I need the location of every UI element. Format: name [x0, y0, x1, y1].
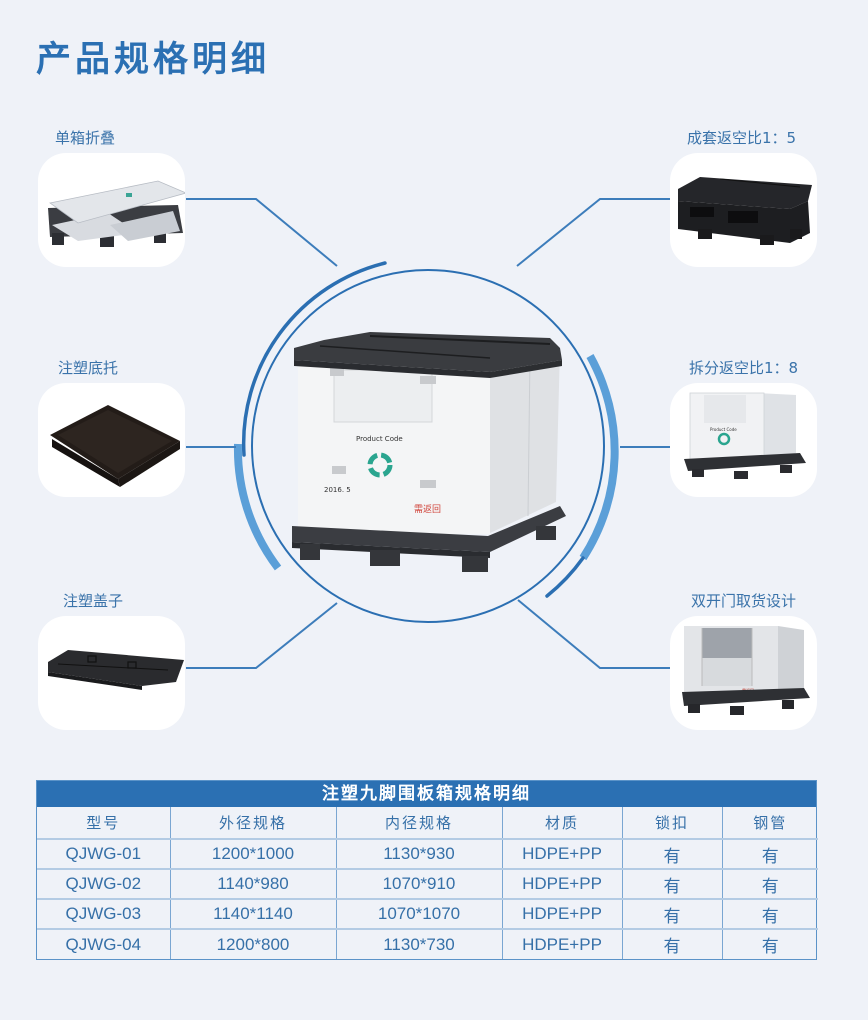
connector-bottom-right — [517, 599, 670, 669]
cell-inner-size: 1130*730 — [336, 929, 503, 959]
connector-top-left — [186, 198, 338, 267]
feature-card-split-return-ratio: Product Code — [670, 383, 817, 497]
column-header-latch: 锁扣 — [622, 807, 723, 840]
feature-card-lid — [38, 616, 185, 730]
cell-inner-size: 1070*1070 — [336, 899, 503, 930]
feature-label-set-return-ratio: 成套返空比1：5 — [687, 129, 797, 147]
outer-arc-right — [579, 354, 619, 561]
cell-inner-size: 1070*910 — [336, 869, 503, 900]
feature-card-double-door: 需返回 — [670, 616, 817, 730]
recycle-icon — [367, 452, 393, 478]
cell-steel-tube: 有 — [722, 899, 818, 930]
feature-card-single-fold — [38, 153, 185, 267]
cell-material: HDPE+PP — [502, 929, 623, 959]
base-pallet-image — [50, 405, 180, 487]
cell-latch: 有 — [622, 899, 723, 930]
column-header-model: 型号 — [37, 807, 171, 840]
svg-text:Product Code: Product Code — [710, 427, 737, 432]
cell-material: HDPE+PP — [502, 839, 623, 870]
table-row: QJWG-04 1200*800 1130*730 HDPE+PP 有 有 — [37, 929, 818, 959]
cell-steel-tube: 有 — [722, 839, 818, 870]
cell-steel-tube: 有 — [722, 869, 818, 900]
pallet-box-illustration: Product Code 2016. 5 需返回 — [292, 332, 566, 572]
return-print: 需返回 — [414, 503, 441, 515]
spec-table-title: 注塑九脚围板箱规格明细 — [37, 781, 816, 807]
lid-image — [48, 650, 184, 690]
feature-label-split-return-ratio: 拆分返空比1：8 — [689, 359, 799, 377]
column-header-inner-size: 内径规格 — [336, 807, 503, 840]
column-header-steel-tube: 钢管 — [722, 807, 818, 840]
center-product-image: Product Code 2016. 5 需返回 — [290, 330, 570, 580]
cell-material: HDPE+PP — [502, 869, 623, 900]
feature-label-base-pallet: 注塑底托 — [58, 359, 119, 377]
date-print: 2016. 5 — [324, 486, 351, 494]
feature-card-set-return-ratio — [670, 153, 817, 267]
cell-latch: 有 — [622, 929, 723, 959]
product-code-print: Product Code — [356, 435, 403, 443]
outer-arc-lower-left — [233, 443, 282, 571]
page-title: 产品规格明细 — [36, 40, 271, 80]
split-box-image: Product Code — [684, 392, 806, 479]
cell-model: QJWG-02 — [37, 869, 171, 900]
column-header-outer-size: 外径规格 — [170, 807, 337, 840]
cell-model: QJWG-01 — [37, 839, 171, 870]
cell-material: HDPE+PP — [502, 899, 623, 930]
cell-latch: 有 — [622, 869, 723, 900]
cell-outer-size: 1140*980 — [170, 869, 337, 900]
cell-model: QJWG-04 — [37, 929, 171, 959]
table-row: QJWG-03 1140*1140 1070*1070 HDPE+PP 有 有 — [37, 899, 818, 930]
cell-steel-tube: 有 — [761, 937, 779, 956]
double-door-box-image: 需返回 — [682, 626, 810, 715]
cell-latch: 有 — [622, 839, 723, 870]
cell-outer-size: 1200*800 — [170, 929, 337, 959]
cell-outer-size: 1200*1000 — [170, 839, 337, 870]
cell-model: QJWG-03 — [37, 899, 171, 930]
feature-label-double-door: 双开门取货设计 — [691, 592, 797, 610]
spec-table-grid: 型号 外径规格 内径规格 材质 锁扣 钢管 QJWG-01 1200*1000 … — [37, 807, 818, 959]
column-header-material: 材质 — [502, 807, 623, 840]
stacked-set-image — [678, 177, 812, 245]
cell-inner-size: 1130*930 — [336, 839, 503, 870]
folded-box-image — [48, 180, 185, 247]
connector-bottom-left — [186, 602, 338, 669]
feature-label-lid: 注塑盖子 — [63, 592, 124, 610]
cell-outer-size: 1140*1140 — [170, 899, 337, 930]
table-header-row: 型号 外径规格 内径规格 材质 锁扣 钢管 — [37, 807, 818, 840]
spec-table: 注塑九脚围板箱规格明细 型号 外径规格 内径规格 材质 锁扣 钢管 QJWG-0… — [36, 780, 818, 960]
table-row: QJWG-01 1200*1000 1130*930 HDPE+PP 有 有 — [37, 839, 818, 870]
feature-card-base-pallet — [38, 383, 185, 497]
feature-label-single-fold: 单箱折叠 — [55, 129, 116, 147]
connector-top-right — [516, 198, 670, 267]
table-row: QJWG-02 1140*980 1070*910 HDPE+PP 有 有 — [37, 869, 818, 900]
